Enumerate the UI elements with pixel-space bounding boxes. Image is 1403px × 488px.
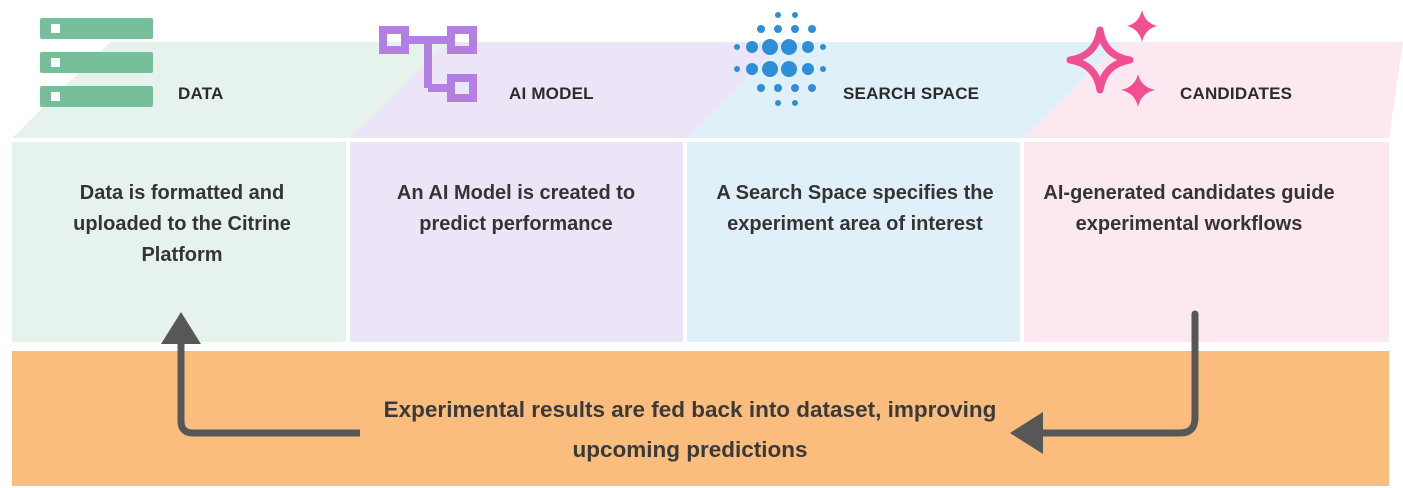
ai-model-panel xyxy=(350,142,683,342)
step-description-search-space: A Search Space specifies the experiment … xyxy=(716,182,994,235)
data-panel xyxy=(12,142,346,342)
feedback-text: Experimental results are fed back into d… xyxy=(383,397,997,462)
dot-grid-sphere-icon xyxy=(734,12,826,106)
database-server-icon xyxy=(40,18,153,107)
feedback-bar xyxy=(12,351,1389,486)
step-description-data: Data is formatted and uploaded to the Ci… xyxy=(73,182,291,266)
step-title-search-space: SEARCH SPACE xyxy=(843,84,980,103)
step-title-candidates: CANDIDATES xyxy=(1180,84,1293,103)
ai-model-header-band xyxy=(349,42,784,138)
search-space-panel xyxy=(687,142,1020,342)
sparkles-icon xyxy=(1066,10,1157,107)
step-description-candidates: AI-generated candidates guide experiment… xyxy=(1043,182,1335,235)
hierarchy-network-icon xyxy=(379,26,477,102)
return-arrow-left xyxy=(161,312,360,437)
step-description-ai-model: An AI Model is created to predict perfor… xyxy=(396,182,636,235)
candidates-panel xyxy=(1024,142,1389,342)
step-title-ai-model: AI MODEL xyxy=(509,84,594,103)
step-title-data: DATA xyxy=(178,84,224,103)
return-arrow-right xyxy=(1010,310,1199,454)
